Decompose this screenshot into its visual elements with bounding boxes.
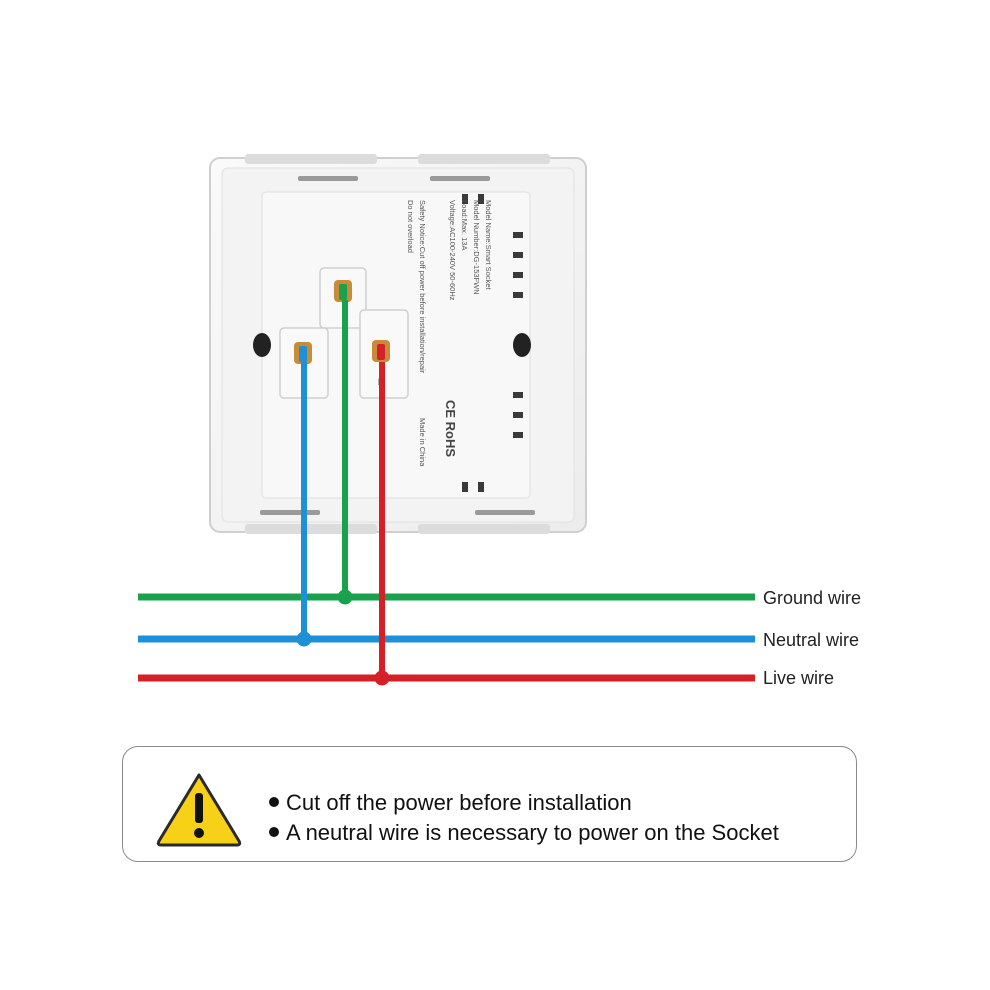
notice-line-1: Cut off the power before installation	[269, 789, 632, 817]
notice-line-1-text: Cut off the power before installation	[286, 790, 632, 815]
label-line-voltage: Voltage:AC100-240V 50-60Hz	[448, 200, 457, 301]
bullet-dot	[269, 827, 279, 838]
ground-wire-label: Ground wire	[763, 588, 862, 608]
neutral-wire-label: Neutral wire	[763, 630, 860, 650]
cert-marks: CE RoHS	[443, 400, 458, 457]
neutral-junction	[296, 631, 312, 647]
notice-line-2-text: A neutral wire is necessary to power on …	[286, 820, 779, 845]
notice-line-2: A neutral wire is necessary to power on …	[269, 819, 779, 847]
label-line-overload: Do not overload	[406, 200, 415, 253]
label-line-safety: Safety Notice:Cut off power before insta…	[418, 200, 427, 374]
live-junction	[374, 670, 390, 686]
terminal-ground	[319, 267, 367, 329]
socket-label: Model Name:Smart Socket Model Number:DG-…	[406, 200, 493, 467]
bullet-dot	[269, 797, 279, 808]
warning-icon	[156, 773, 242, 847]
label-line-load: Load:Max. 13A	[460, 200, 469, 250]
label-made-in: Made in China	[418, 418, 427, 467]
safety-notice-box: Cut off the power before installation A …	[122, 746, 857, 862]
label-line-model-number: Model Number:DG-153FWN	[472, 200, 481, 295]
ground-junction	[337, 589, 353, 605]
live-wire-label: Live wire	[763, 668, 835, 688]
label-line-model-name: Model Name:Smart Socket	[484, 200, 493, 291]
